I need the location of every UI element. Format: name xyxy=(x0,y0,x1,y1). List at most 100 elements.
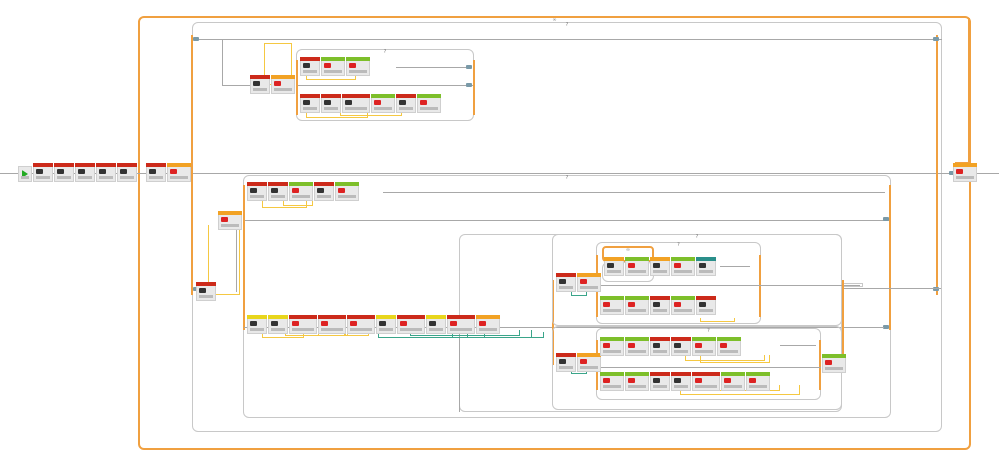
outer-loop[interactable]: ∞ xyxy=(138,16,971,450)
sensor-block[interactable] xyxy=(721,372,745,391)
block-header xyxy=(721,372,745,376)
sensor-icon xyxy=(450,321,457,326)
block-param xyxy=(120,176,134,179)
data-block[interactable] xyxy=(247,315,267,334)
sensor-block[interactable] xyxy=(625,257,649,276)
inner-a-switch[interactable]: ? xyxy=(552,234,842,326)
switch-icon xyxy=(170,169,177,174)
math-block[interactable] xyxy=(347,315,375,334)
motor-block[interactable] xyxy=(33,163,53,182)
sensor-icon xyxy=(292,321,299,326)
math-block[interactable] xyxy=(692,372,720,391)
math-block[interactable] xyxy=(318,315,346,334)
block-param xyxy=(99,176,113,179)
motor-block[interactable] xyxy=(671,337,691,356)
sensor-block[interactable] xyxy=(321,57,345,76)
data-block[interactable] xyxy=(426,315,446,334)
motor-icon xyxy=(36,169,43,174)
block-header xyxy=(650,257,670,261)
motor-block[interactable] xyxy=(556,353,576,372)
flow-block[interactable] xyxy=(604,257,624,276)
block-param xyxy=(603,350,621,353)
motor-block[interactable] xyxy=(314,182,334,201)
sensor-block[interactable] xyxy=(625,296,649,315)
teal-block[interactable] xyxy=(696,257,716,276)
block-header xyxy=(650,337,670,341)
block-param xyxy=(603,385,621,388)
data-wire xyxy=(262,330,304,338)
sensor-icon xyxy=(674,302,681,307)
switch-block[interactable] xyxy=(271,75,295,94)
switch-edge xyxy=(473,60,475,115)
motor-block[interactable] xyxy=(300,94,320,113)
data-red-block[interactable] xyxy=(342,94,370,113)
sensor-block[interactable] xyxy=(671,296,695,315)
motor-block[interactable] xyxy=(146,163,166,182)
motor-block[interactable] xyxy=(321,94,341,113)
sensor-block[interactable] xyxy=(717,337,741,356)
switch-block[interactable] xyxy=(577,273,601,292)
block-header xyxy=(376,315,396,319)
block-param xyxy=(653,385,667,388)
switch-block[interactable] xyxy=(167,163,191,182)
motor-block[interactable] xyxy=(96,163,116,182)
sensor-block[interactable] xyxy=(625,337,649,356)
sensor-block[interactable] xyxy=(371,94,395,113)
sensor-block[interactable] xyxy=(671,257,695,276)
motor-block[interactable] xyxy=(650,296,670,315)
block-header xyxy=(417,94,441,98)
switch-top-case-line xyxy=(192,39,942,40)
motor-block[interactable] xyxy=(247,182,267,201)
sensor-block[interactable] xyxy=(822,354,846,373)
switch-block[interactable] xyxy=(476,315,500,334)
sensor-icon xyxy=(338,188,345,193)
motor-block[interactable] xyxy=(696,296,716,315)
sensor-block[interactable] xyxy=(600,296,624,315)
switch-block[interactable] xyxy=(218,211,242,230)
wire xyxy=(236,222,237,292)
block-header xyxy=(117,163,137,167)
math-block[interactable] xyxy=(397,315,425,334)
motor-block[interactable] xyxy=(250,75,270,94)
motor-block[interactable] xyxy=(75,163,95,182)
data-wire xyxy=(685,355,765,361)
data-wire xyxy=(571,290,587,296)
block-header xyxy=(335,182,359,186)
motor-block[interactable] xyxy=(300,57,320,76)
motor-block[interactable] xyxy=(396,94,416,113)
sensor-block[interactable] xyxy=(600,372,624,391)
sensor-block[interactable] xyxy=(346,57,370,76)
start-block[interactable] xyxy=(18,166,32,182)
sensor-block[interactable] xyxy=(335,182,359,201)
sensor-icon xyxy=(349,63,356,68)
switch-block[interactable] xyxy=(577,353,601,372)
motor-block[interactable] xyxy=(117,163,137,182)
motor-block[interactable] xyxy=(650,372,670,391)
data-block[interactable] xyxy=(268,315,288,334)
motor-block[interactable] xyxy=(650,337,670,356)
motor-block[interactable] xyxy=(268,182,288,201)
motor-icon xyxy=(57,169,64,174)
sensor-block[interactable] xyxy=(692,337,716,356)
motor-block[interactable] xyxy=(54,163,74,182)
motor-block[interactable] xyxy=(196,282,216,301)
sensor-block[interactable] xyxy=(600,337,624,356)
sensor-icon xyxy=(603,343,610,348)
sensor-block[interactable] xyxy=(289,182,313,201)
switch-block[interactable] xyxy=(953,163,977,182)
flow-block[interactable] xyxy=(650,257,670,276)
sensor-icon xyxy=(695,378,702,383)
value-box[interactable] xyxy=(843,283,863,287)
sensor-block[interactable] xyxy=(746,372,770,391)
block-header xyxy=(717,337,741,341)
math-block[interactable] xyxy=(289,315,317,334)
math-block[interactable] xyxy=(447,315,475,334)
bottom-case-b xyxy=(247,315,501,334)
case-divider xyxy=(296,85,474,86)
data-block[interactable] xyxy=(376,315,396,334)
motor-block[interactable] xyxy=(671,372,691,391)
motor-block[interactable] xyxy=(556,273,576,292)
sensor-block[interactable] xyxy=(625,372,649,391)
block-param xyxy=(221,224,239,227)
sensor-block[interactable] xyxy=(417,94,441,113)
